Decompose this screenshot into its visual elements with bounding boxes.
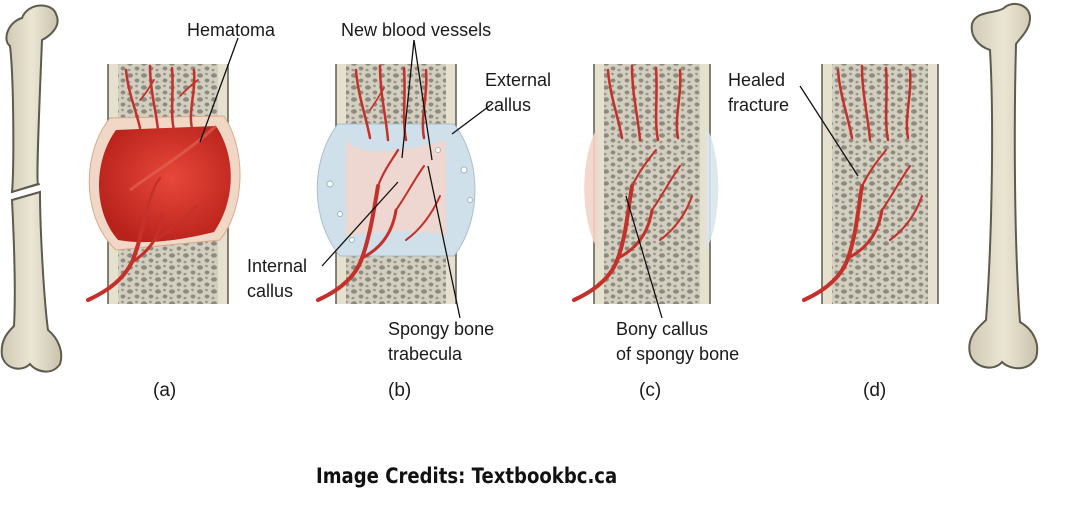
label-healed-fracture-line1: Healed [728, 70, 786, 90]
label-healed-fracture-line2: fracture [728, 95, 790, 115]
healed-femur-illustration [968, 2, 1039, 370]
caption-c: (c) [639, 380, 662, 401]
label-internal-callus-line2: callus [247, 281, 294, 301]
panel-d-healed-bone [802, 64, 939, 304]
label-spongy-bone-line2: trabecula [388, 344, 463, 364]
label-hematoma: Hematoma [187, 20, 276, 40]
label-new-blood-vessels: New blood vessels [341, 20, 492, 40]
label-external-callus-line2: callus [485, 95, 532, 115]
fractured-femur-illustration [0, 4, 63, 373]
panel-c-bony-callus [572, 64, 719, 304]
label-internal-callus-line1: Internal [247, 256, 308, 276]
panel-a-hematoma-formation [86, 64, 241, 304]
caption-d: (d) [863, 380, 887, 401]
caption-b: (b) [388, 380, 412, 401]
label-external-callus-line1: External [485, 70, 552, 90]
label-bony-callus-line2: of spongy bone [616, 344, 740, 364]
leader-lines [199, 37, 859, 319]
label-bony-callus-line1: Bony callus [616, 319, 709, 339]
label-spongy-bone-line1: Spongy bone [388, 319, 495, 339]
caption-a: (a) [153, 380, 177, 401]
image-credits: Image Credits: Textbookbc.ca [316, 464, 618, 488]
panel-b-callus-formation [316, 64, 476, 304]
